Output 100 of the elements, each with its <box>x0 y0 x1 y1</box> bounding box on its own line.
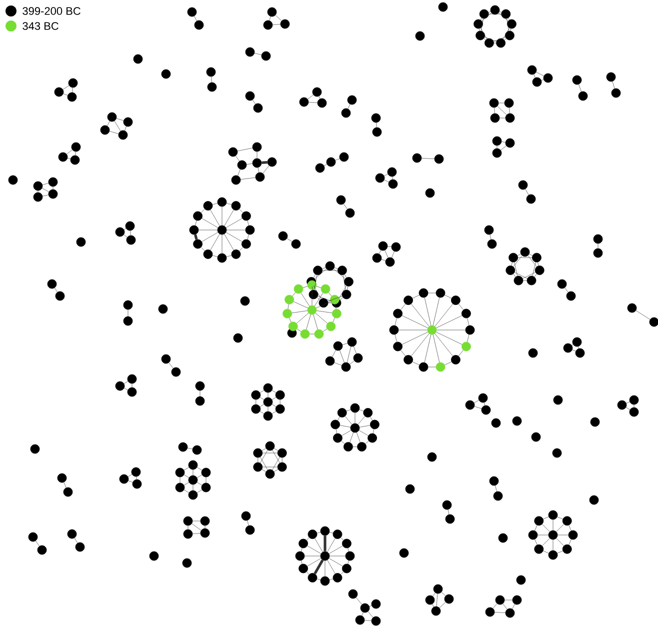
network-node <box>294 284 304 294</box>
network-node <box>161 69 171 79</box>
edge-line <box>467 318 470 326</box>
edge-line <box>184 482 190 486</box>
edge-line <box>428 366 436 368</box>
edge-line <box>467 334 470 342</box>
edge-line <box>54 288 58 292</box>
network-node <box>307 305 317 315</box>
edge-line <box>432 604 434 608</box>
network-node <box>313 266 322 276</box>
network-node <box>320 284 330 294</box>
edge-line <box>254 52 262 56</box>
edge-line <box>388 246 392 247</box>
network-node <box>253 462 263 472</box>
network-node <box>251 390 261 400</box>
edge-line <box>556 538 564 546</box>
edge-line <box>348 560 349 564</box>
network-node <box>171 367 181 377</box>
network-node <box>192 445 202 455</box>
edge-line <box>536 72 544 76</box>
network-node <box>332 530 342 539</box>
edge-line <box>192 470 194 476</box>
edge-line <box>422 158 434 159</box>
network-node <box>47 279 57 289</box>
edge-line <box>474 406 482 409</box>
network-node <box>507 19 516 29</box>
edge-line <box>411 334 430 356</box>
edge-line <box>301 548 302 552</box>
edge-line <box>517 254 521 256</box>
edge-line <box>195 220 197 226</box>
network-node <box>119 474 129 484</box>
edge-line <box>490 234 492 240</box>
network-node <box>252 158 262 168</box>
network-node <box>355 615 365 625</box>
edge-line <box>518 257 532 258</box>
edge-line <box>552 520 554 530</box>
network-node <box>133 54 143 64</box>
network-node <box>462 342 471 352</box>
network-node <box>557 279 567 289</box>
edge-line <box>258 167 260 173</box>
edge-line <box>42 194 49 196</box>
edge-line <box>532 262 536 276</box>
edge-line <box>513 274 516 277</box>
network-node <box>127 374 137 384</box>
edge-line <box>42 188 50 192</box>
edge-line <box>313 286 322 299</box>
network-node <box>320 576 330 586</box>
network-node <box>611 88 621 98</box>
edge-line <box>493 36 506 42</box>
edge-line <box>612 81 615 89</box>
edge-line <box>522 272 536 279</box>
edge-line <box>336 428 338 434</box>
edge-line <box>328 558 343 566</box>
edge-line <box>372 428 374 434</box>
edge-line <box>246 163 253 165</box>
edge-line <box>498 102 504 104</box>
network-node <box>265 441 275 451</box>
edge-line <box>236 156 240 162</box>
edge-line <box>556 524 564 532</box>
edge-line <box>212 203 218 205</box>
network-node <box>371 616 381 626</box>
network-node <box>465 325 475 335</box>
edge-line <box>315 312 328 324</box>
network-node <box>33 192 43 202</box>
network-node <box>405 484 415 494</box>
edge-line <box>378 250 382 254</box>
edge-line <box>36 540 40 546</box>
edge-line <box>316 286 322 288</box>
edge-line <box>128 480 133 482</box>
edge-line <box>538 262 539 266</box>
network-node <box>277 448 287 458</box>
edge-line <box>342 274 346 290</box>
edge-line <box>226 232 242 242</box>
network-node <box>126 235 136 245</box>
edge-line <box>210 234 220 250</box>
network-node <box>317 98 327 108</box>
edge-line <box>332 318 335 322</box>
network-node <box>8 175 18 185</box>
edge-line <box>327 538 336 552</box>
network-node <box>427 325 437 335</box>
edge-line <box>328 292 332 296</box>
network-node <box>350 403 360 413</box>
network-node <box>251 404 261 414</box>
edge-line <box>511 262 512 266</box>
network-node <box>55 291 65 301</box>
edge-line <box>192 524 202 530</box>
edge-line <box>307 546 322 554</box>
network-node <box>442 500 452 510</box>
network-node <box>193 211 202 221</box>
network-node <box>188 490 198 500</box>
edge-line <box>502 604 508 610</box>
network-node <box>75 542 85 552</box>
edge-line <box>328 296 342 302</box>
edge-line <box>322 267 326 269</box>
edge-line <box>308 94 314 100</box>
edge-line <box>381 259 386 261</box>
network-node <box>534 266 544 275</box>
network-node <box>427 452 437 462</box>
network-node <box>490 113 500 123</box>
network-node <box>182 558 192 568</box>
